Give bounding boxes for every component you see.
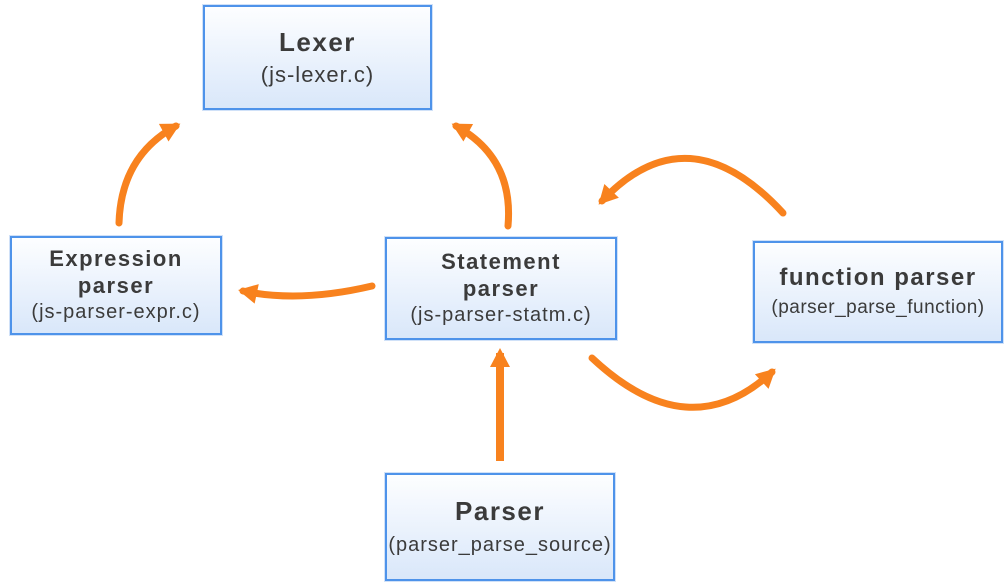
node-lexer-title: Lexer — [279, 26, 356, 57]
node-statement-parser-title: Statement parser — [441, 249, 561, 301]
node-statement-parser: Statement parser (js-parser-statm.c) — [385, 237, 617, 340]
arrow-statement-to-expression — [238, 282, 376, 304]
node-function-parser-title: function parser — [779, 264, 977, 292]
arrow-expression-to-lexer — [115, 122, 181, 227]
arrow-statement-to-lexer — [451, 122, 513, 230]
node-statement-parser-subtitle: (js-parser-statm.c) — [410, 303, 592, 326]
node-parser-title: Parser — [455, 496, 545, 527]
node-parser: Parser (parser_parse_source) — [385, 473, 615, 581]
node-function-parser: function parser (parser_parse_function) — [753, 241, 1003, 343]
node-expression-parser-title: Expression parser — [49, 246, 183, 298]
arrow-statement-to-function — [588, 354, 776, 411]
node-function-parser-subtitle: (parser_parse_function) — [771, 297, 985, 319]
arrow-function-to-statement — [598, 155, 787, 217]
node-expression-parser: Expression parser (js-parser-expr.c) — [10, 236, 222, 335]
node-parser-subtitle: (parser_parse_source) — [388, 533, 612, 556]
node-expression-parser-subtitle: (js-parser-expr.c) — [31, 300, 201, 323]
node-lexer-subtitle: (js-lexer.c) — [260, 61, 375, 87]
node-lexer: Lexer (js-lexer.c) — [203, 5, 432, 110]
